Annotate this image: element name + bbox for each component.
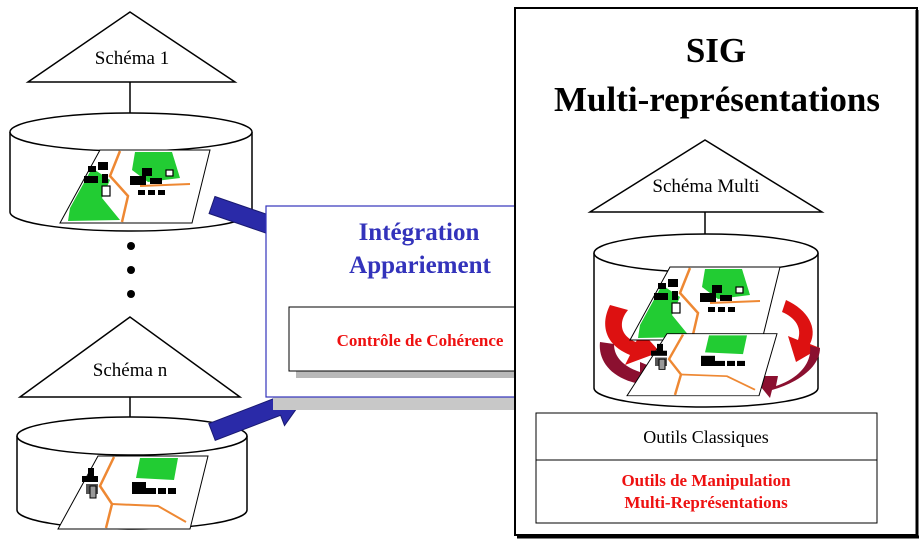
ellipsis-dots [127,242,135,298]
schema-n-label: Schéma n [93,360,168,381]
schema-multi-label: Schéma Multi [652,176,759,197]
sig-title: SIG [686,31,746,70]
classic-tools-label: Outils Classiques [643,427,769,447]
matching-title: Appariement [349,252,491,279]
schema-n-triangle [17,316,243,420]
schema-multi-triangle [587,139,825,236]
multi-tools-label-1: Outils de Manipulation [621,471,791,490]
integration-title: Intégration [359,219,480,246]
schema-1-label: Schéma 1 [95,48,169,69]
sig-subtitle: Multi-représentations [554,80,880,119]
coherence-label: Contrôle de Cohérence [337,331,504,350]
schema-1-triangle [25,11,238,128]
multi-tools-label-2: Multi-Représentations [624,493,788,512]
tools-box [535,412,878,524]
